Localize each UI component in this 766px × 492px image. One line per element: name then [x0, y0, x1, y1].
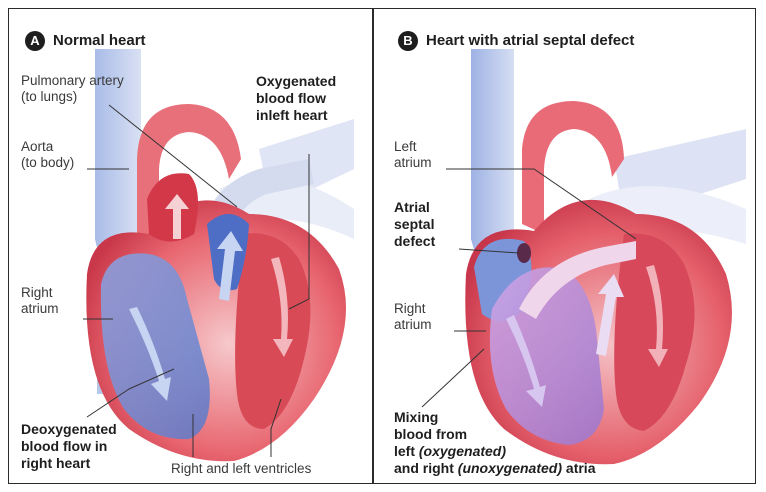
- label-right-atrium-a: Right atrium: [21, 285, 59, 317]
- panel-atrial-septal-defect: B Heart with atrial septal defect Left a…: [374, 9, 755, 483]
- label-atrial-septal-defect: Atrial septal defect: [394, 199, 435, 250]
- label-right-atrium-b: Right atrium: [394, 301, 432, 333]
- panel-b-badge: B: [398, 31, 418, 51]
- figure-frame: A Normal heart Pulmonary artery (to lung…: [8, 8, 756, 484]
- label-pulmonary-artery: Pulmonary artery (to lungs): [21, 73, 124, 105]
- panel-normal-heart: A Normal heart Pulmonary artery (to lung…: [9, 9, 372, 483]
- septal-defect-opening: [517, 243, 531, 263]
- panel-b-title: Heart with atrial septal defect: [426, 32, 634, 49]
- label-deoxygenated-flow: Deoxygenated blood flow in right heart: [21, 421, 117, 472]
- label-left-atrium: Left atrium: [394, 139, 432, 171]
- label-oxygenated-flow: Oxygenated blood flow inleft heart: [256, 73, 336, 124]
- label-aorta: Aorta (to body): [21, 139, 74, 171]
- panel-a-badge: A: [25, 31, 45, 51]
- label-ventricles: Right and left ventricles: [171, 461, 311, 477]
- label-mixing-blood: Mixing blood from left (oxygenated) and …: [394, 409, 595, 477]
- panel-a-title: Normal heart: [53, 32, 146, 49]
